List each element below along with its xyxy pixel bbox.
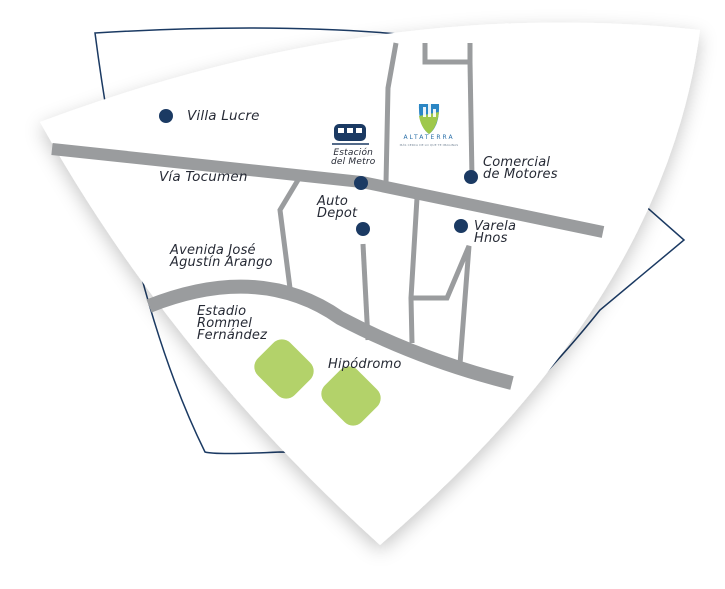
label-auto-depot: Auto Depot <box>317 194 358 221</box>
label-line: Agustín Arango <box>170 255 273 270</box>
map-area <box>40 22 700 545</box>
label-via-tocumen: Vía Tocumen <box>159 169 248 185</box>
label-comercial-motores: Comercial de Motores <box>483 155 558 182</box>
train-icon <box>332 124 369 145</box>
label-line: Hnos <box>474 231 508 246</box>
altaterra-name: ALTATERRA <box>403 134 455 141</box>
label-estacion-metro: Estación del Metro <box>331 149 375 167</box>
label-line: Comercial <box>483 155 551 170</box>
label-line: Rommel <box>197 316 253 331</box>
street <box>467 61 475 179</box>
label-line: Depot <box>317 206 358 221</box>
label-line: Fernández <box>197 328 268 343</box>
street <box>422 43 473 65</box>
label-line: Varela <box>474 219 517 234</box>
label-line: Auto <box>317 194 348 209</box>
label-villa-lucre: Villa Lucre <box>187 108 260 124</box>
marker-auto-depot[interactable] <box>356 222 370 236</box>
street <box>277 178 301 297</box>
label-avenida-arango: Avenida José Agustín Arango <box>170 243 273 270</box>
road-avenida-arango <box>146 279 514 390</box>
park-hipodromo <box>321 366 381 426</box>
label-line: Avenida José <box>170 243 256 258</box>
street <box>411 245 472 365</box>
label-line: del Metro <box>331 157 376 167</box>
marker-varela-hnos[interactable] <box>454 219 468 233</box>
label-line: Estación <box>333 148 374 158</box>
label-estadio: Estadio Rommel Fernández <box>197 304 268 343</box>
marker-villa-lucre[interactable] <box>159 109 173 123</box>
street <box>383 42 399 184</box>
marker-comercial-motores[interactable] <box>464 170 478 184</box>
park-estadio <box>254 339 314 399</box>
label-line: Estadio <box>197 304 247 319</box>
label-varela-hnos: Varela Hnos <box>474 219 517 246</box>
street <box>360 243 371 341</box>
altaterra-tagline: MÁS CERCA DE LO QUE TE IMAGINAS <box>399 143 459 147</box>
altaterra-logo <box>418 104 440 134</box>
label-line: de Motores <box>483 167 558 182</box>
label-hipodromo: Hipódromo <box>328 357 402 372</box>
marker-estacion-metro[interactable] <box>354 176 368 190</box>
